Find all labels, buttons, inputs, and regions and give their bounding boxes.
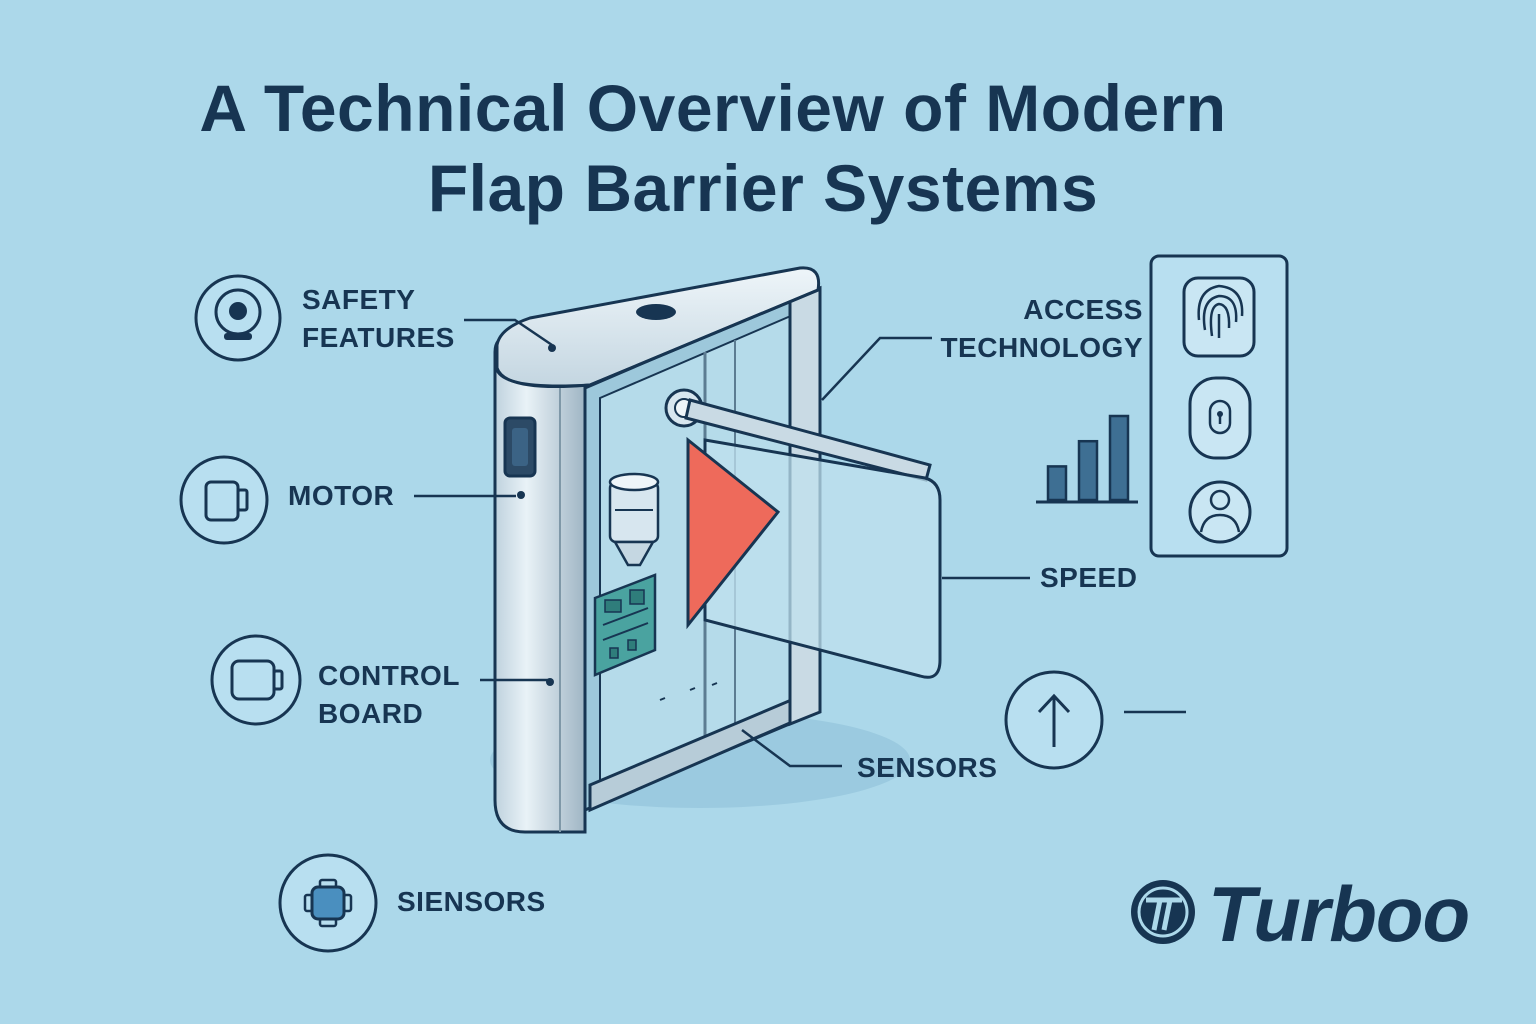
label-sensors: SENSORS [857, 752, 998, 783]
flap-barrier-unit [493, 266, 942, 834]
top-sensor [636, 304, 676, 320]
label-siensors: SIENSORS [397, 886, 546, 917]
control-board-pcb [593, 573, 657, 677]
title-line-1: A Technical Overview of Modern [199, 71, 1227, 145]
page-title: A Technical Overview of Modern Flap Barr… [0, 68, 1536, 228]
motor-icon [179, 455, 269, 545]
control-board-icon [210, 634, 302, 726]
leader-safety [464, 318, 553, 347]
face-id-icon [1188, 480, 1252, 544]
label-motor: MOTOR [288, 480, 395, 511]
turboo-logo-mark [1131, 880, 1195, 944]
safety-person-icon [194, 274, 282, 362]
title-line-2: Flap Barrier Systems [427, 151, 1099, 225]
left-pillar [493, 334, 587, 834]
leader-sensors [741, 729, 842, 768]
label-access-technology: ACCESS TECHNOLOGY [940, 294, 1143, 363]
red-flap [686, 436, 781, 630]
bar-chart-icon [1036, 414, 1138, 504]
brand-logo: Turboo [1128, 866, 1470, 962]
motor-cylinder [608, 472, 660, 567]
label-safety-features: SAFETY FEATURES [302, 284, 455, 353]
rivet [548, 344, 556, 352]
fingerprint-icon [1182, 276, 1256, 358]
keyhole-icon [1188, 376, 1252, 460]
logo-text: Turboo [1208, 869, 1470, 958]
flap-arm [664, 388, 942, 679]
arrow-up-icon [1004, 670, 1104, 770]
leader-access [821, 336, 932, 401]
speed-bar [1046, 465, 1068, 502]
rivet [517, 491, 525, 499]
access-panel [1149, 254, 1289, 558]
sensor-chip-icon [278, 853, 378, 953]
speed-bar [1108, 414, 1130, 502]
label-control-board: CONTROL BOARD [318, 660, 460, 729]
label-speed: SPEED [1040, 562, 1138, 593]
speed-bar [1077, 439, 1099, 502]
